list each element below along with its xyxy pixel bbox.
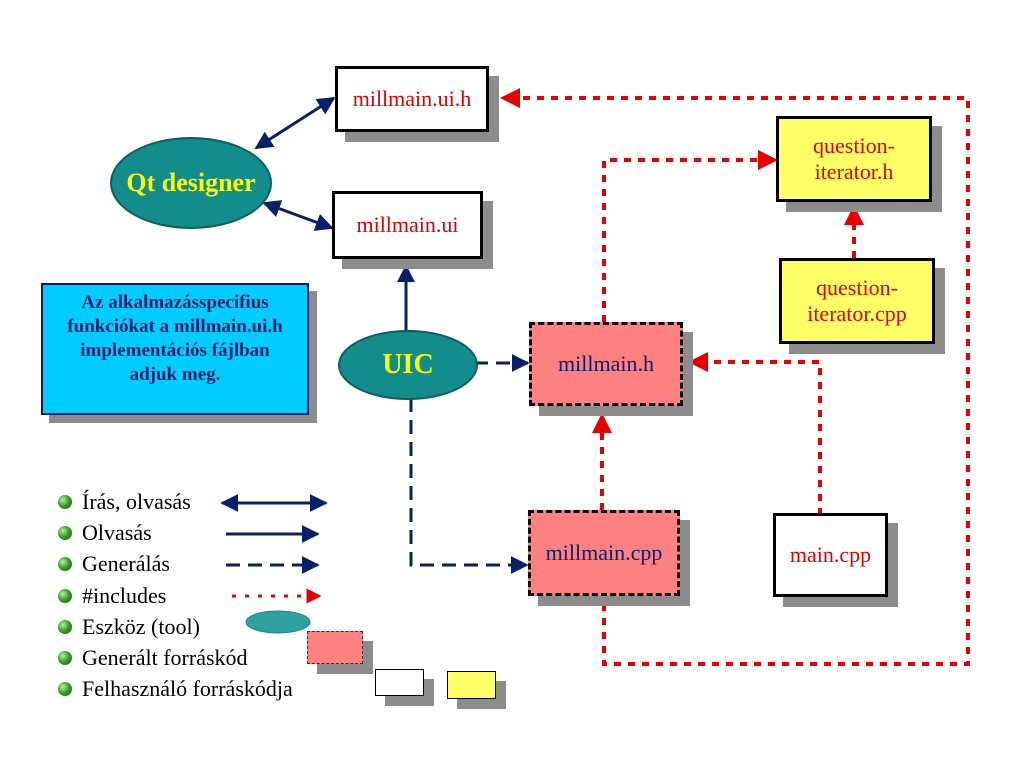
legend-item-read-write: Írás, olvasás bbox=[58, 488, 191, 516]
info-note: Az alkalmazásspecifius funkciókat a mill… bbox=[41, 283, 309, 415]
generated-source-swatch bbox=[307, 631, 363, 664]
millmain-h-node[interactable]: millmain.h bbox=[529, 322, 683, 406]
legend-item-user-source: Felhasználó forráskódja bbox=[58, 675, 293, 703]
millmain-ui-h-label: millmain.ui.h bbox=[352, 85, 472, 111]
user-source-white-swatch bbox=[375, 669, 424, 696]
legend-label: Generált forráskód bbox=[82, 645, 248, 670]
legend-item-read: Olvasás bbox=[58, 519, 152, 547]
qt-designer-label: Qt designer bbox=[126, 168, 256, 197]
uic-generates-cpp-arrow bbox=[409, 398, 529, 574]
legend-label: Eszköz (tool) bbox=[82, 614, 200, 639]
user-source-yellow-swatch bbox=[447, 671, 496, 699]
uic-label: UIC bbox=[382, 349, 434, 380]
bullet-icon bbox=[58, 682, 72, 696]
legend-label: Generálás bbox=[82, 551, 170, 576]
uic-tool[interactable]: UIC bbox=[338, 330, 478, 400]
designer-ui-arrow bbox=[262, 200, 334, 231]
legend-item-generate: Generálás bbox=[58, 550, 170, 578]
bullet-icon bbox=[58, 589, 72, 603]
millmain-ui-h-node[interactable]: millmain.ui.h bbox=[335, 66, 489, 132]
cpp-includes-uih-arrow bbox=[500, 88, 970, 666]
question-iterator-h-node[interactable]: question- iterator.h bbox=[776, 116, 932, 202]
bullet-icon bbox=[58, 526, 72, 540]
legend-label: #includes bbox=[82, 583, 167, 608]
qt-designer-tool[interactable]: Qt designer bbox=[110, 137, 272, 229]
question-iterator-cpp-label: question- iterator.cpp bbox=[807, 274, 907, 326]
legend-label: Olvasás bbox=[82, 520, 152, 545]
legend-item-includes: #includes bbox=[58, 582, 166, 610]
tool-ellipse-icon bbox=[245, 610, 311, 634]
legend-item-tool: Eszköz (tool) bbox=[58, 613, 200, 641]
legend-item-generated-source: Generált forráskód bbox=[58, 644, 248, 672]
question-iterator-h-label: question- iterator.h bbox=[813, 132, 895, 184]
main-cpp-label: main.cpp bbox=[789, 541, 872, 567]
legend-label: Felhasználó forráskódja bbox=[82, 676, 293, 701]
question-iterator-cpp-node[interactable]: question- iterator.cpp bbox=[779, 258, 935, 344]
info-note-text: Az alkalmazásspecifius funkciókat a mill… bbox=[67, 292, 283, 385]
millmain-cpp-node[interactable]: millmain.cpp bbox=[528, 510, 680, 596]
legend-label: Írás, olvasás bbox=[82, 489, 191, 514]
designer-uih-arrow bbox=[254, 96, 336, 150]
main-includes-h-arrow bbox=[688, 352, 822, 515]
bullet-icon bbox=[58, 495, 72, 509]
bullet-icon bbox=[58, 620, 72, 634]
millmain-ui-node[interactable]: millmain.ui bbox=[332, 191, 483, 259]
bullet-icon bbox=[58, 651, 72, 665]
millmain-h-label: millmain.h bbox=[558, 350, 654, 376]
millmain-ui-label: millmain.ui bbox=[356, 211, 459, 237]
millmain-cpp-label: millmain.cpp bbox=[545, 539, 663, 565]
bullet-icon bbox=[58, 557, 72, 571]
h-includes-qi-h-arrow bbox=[602, 150, 778, 322]
main-cpp-node[interactable]: main.cpp bbox=[773, 513, 888, 597]
